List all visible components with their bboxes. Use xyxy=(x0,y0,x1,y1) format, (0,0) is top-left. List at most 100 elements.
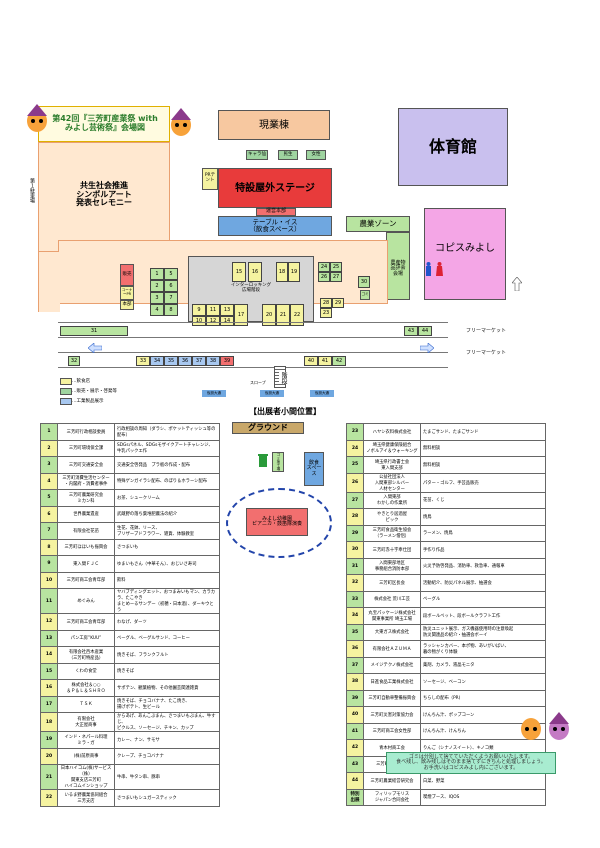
booth-13[interactable]: 13 xyxy=(220,304,234,316)
booth-2[interactable]: 2 xyxy=(150,280,164,292)
exhibitor-description: ソーセージ、ベーコン xyxy=(420,673,546,691)
trash-can-icon xyxy=(258,452,268,467)
booth-15[interactable]: 15 xyxy=(232,262,246,282)
mascot-bottom-right-icon xyxy=(546,712,572,742)
sign-b: 仮設大通 xyxy=(260,390,284,397)
exhibitor-description: サポテン、観葉植物、その他園芸関連雑貨 xyxy=(114,679,220,697)
exhibitor-number: 6 xyxy=(40,505,58,523)
exhibitor-org: くわの食堂 xyxy=(57,662,115,680)
booth-38[interactable]: 38 xyxy=(206,356,220,366)
booth-23[interactable]: 23 xyxy=(320,308,332,318)
booth-8[interactable]: 8 xyxy=(164,304,178,316)
sign-a: 仮設大通 xyxy=(202,390,226,397)
booth-37[interactable]: 37 xyxy=(192,356,206,366)
operations-hq: 運営本部 xyxy=(256,208,296,216)
hq-booth: 本部 xyxy=(120,300,134,310)
exhibitor-number: 37 xyxy=(346,656,364,674)
booth-16[interactable]: 16 xyxy=(248,262,262,282)
booth-40[interactable]: 40 xyxy=(304,356,318,366)
kyarasen-booth: キャラ仙 xyxy=(246,150,268,160)
booth-9[interactable]: 9 xyxy=(192,304,206,316)
exhibitor-org: 三芳町商工会青年部 xyxy=(57,571,115,589)
booth-44[interactable]: 44 xyxy=(418,326,432,336)
booth-21[interactable]: 21 xyxy=(276,304,290,326)
booth-22[interactable]: 22 xyxy=(290,304,304,326)
exhibitor-org: 三芳町食品衛生協会 （ラーメン僧侶） xyxy=(363,524,421,542)
booth-10[interactable]: 10 xyxy=(192,316,206,326)
booth-19[interactable]: 19 xyxy=(288,262,300,282)
booth-6[interactable]: 6 xyxy=(164,280,178,292)
arrow-right-icon xyxy=(419,338,435,354)
notice-box: ゴミは分別して捨てていただくようお願いいたします。 食べ残し、飲み残しはそのまま… xyxy=(386,752,556,774)
booth-3[interactable]: 3 xyxy=(150,292,164,304)
exhibitor-description: ラッシャンカバー、本ポ物、あいがいばい、 暮の物がくり体験 xyxy=(420,640,546,658)
booth-30[interactable]: 30 xyxy=(358,276,370,288)
booth-36[interactable]: 36 xyxy=(178,356,192,366)
booth-41[interactable]: 41 xyxy=(318,356,332,366)
booth-33[interactable]: 33 xyxy=(136,356,150,366)
mascot-left-icon xyxy=(24,104,50,134)
booth-11[interactable]: 11 xyxy=(206,304,220,316)
booth-32[interactable]: 32 xyxy=(68,356,80,366)
booth-28[interactable]: 28 xyxy=(320,298,332,308)
exhibitor-description: 焼きそば xyxy=(114,662,220,680)
exhibitor-number: 22 xyxy=(40,789,58,807)
exhibitor-number: 3 xyxy=(40,456,58,474)
booth-1[interactable]: 1 xyxy=(150,268,164,280)
sale-booth: 販売 xyxy=(120,264,134,286)
arrow-left-icon xyxy=(87,338,103,354)
booth-18[interactable]: 18 xyxy=(276,262,288,282)
booth-25[interactable]: 25 xyxy=(330,262,342,272)
booth-24[interactable]: 24 xyxy=(318,262,330,272)
exhibitor-description: 牛串、牛タン串、豚串 xyxy=(114,764,220,790)
exhibitor-number: 41 xyxy=(346,722,364,740)
booth-17[interactable]: 17 xyxy=(234,304,248,326)
exhibitor-number: 31 xyxy=(346,557,364,575)
exhibitor-number: 33 xyxy=(346,590,364,608)
booth-42[interactable]: 42 xyxy=(332,356,346,366)
produce-exhibit-label: 農産物 品評会 会場 xyxy=(390,259,406,277)
exhibitor-org: フィリップモリス ジャパン合同会社 xyxy=(363,788,421,806)
booth-26[interactable]: 26 xyxy=(318,272,330,282)
exhibitor-description: クレープ、チョコバナナ xyxy=(114,747,220,765)
booth-14[interactable]: 14 xyxy=(220,316,234,326)
booth-4[interactable]: 4 xyxy=(150,304,164,316)
exhibitor-number: 14 xyxy=(40,646,58,664)
exhibitor-number: 19 xyxy=(40,731,58,749)
exhibitor-number: 2 xyxy=(40,439,58,457)
exhibitor-description: たまごサンド、たまごサンド xyxy=(420,423,546,441)
exhibitor-description: 武蔵野の落ち葉堆肥農法の紹介 xyxy=(114,505,220,523)
booth-7[interactable]: 7 xyxy=(164,292,178,304)
exhibitor-number: 23 xyxy=(346,423,364,441)
booth-27[interactable]: 27 xyxy=(330,272,342,282)
booth-12[interactable]: 12 xyxy=(206,316,220,326)
ceremony-area xyxy=(38,142,170,252)
exhibitor-org: 丸宝パッケージ株式会社 関東事業所 埼玉工場 xyxy=(363,607,421,625)
legend-food-swatch xyxy=(60,378,72,385)
booth-35[interactable]: 35 xyxy=(164,356,178,366)
booth-34[interactable]: 34 xyxy=(150,356,164,366)
ceremony-label: 共生社会推進 シンボルアート 発表セレモニー xyxy=(76,180,132,208)
exhibitor-number: 25 xyxy=(346,456,364,474)
booth-43[interactable]: 43 xyxy=(404,326,418,336)
booth-29[interactable]: 29 xyxy=(332,298,344,308)
booth-39[interactable]: 39 xyxy=(220,356,234,366)
flea-market-1: フリーマーケット xyxy=(466,328,507,334)
booth-5[interactable]: 5 xyxy=(164,268,178,280)
flea-market-2: フリーマーケット xyxy=(466,350,507,356)
exhibitor-org: 埼玉県健康保険組合 ノボルアイ＆ウォーキング xyxy=(363,439,421,457)
exhibitor-description: 活動紹介、防災パネル展示、抽選会 xyxy=(420,574,546,592)
booth-20[interactable]: 20 xyxy=(262,304,276,326)
exhibitor-org: 有限会社花苗 xyxy=(57,522,115,540)
booth-31[interactable]: 31 xyxy=(60,326,128,336)
